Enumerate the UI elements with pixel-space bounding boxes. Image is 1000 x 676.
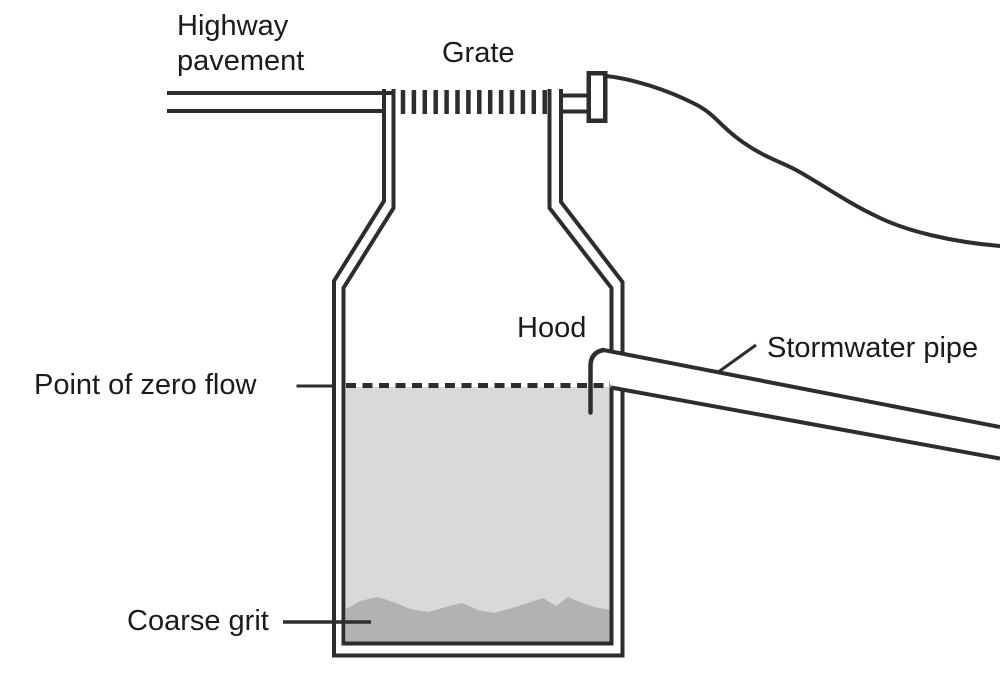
point-of-zero-flow-label: Point of zero flow	[34, 369, 257, 401]
grate-bars	[400, 90, 547, 114]
hood-shape	[588, 347, 606, 415]
ground-surface-line	[604, 74, 1000, 248]
stormwater-pipe-interior	[604, 349, 1000, 461]
curb-connector-lines	[560, 93, 589, 114]
grate-label: Grate	[442, 37, 515, 69]
coarse-grit-fill	[346, 597, 610, 642]
basin-wall-inner-line	[341, 89, 614, 646]
curb-box	[586, 71, 608, 123]
stormwater-pipe-top-edge	[603, 348, 1000, 429]
basin-wall-outer-line	[332, 89, 625, 658]
highway-pavement-label: Highway pavement	[177, 10, 305, 77]
stormwater-pipe-bottom-edge	[610, 385, 1000, 461]
coarse-grit-label: Coarse grit	[127, 605, 269, 637]
hood-label: Hood	[517, 312, 587, 344]
stormwater-pipe-label: Stormwater pipe	[767, 332, 979, 364]
